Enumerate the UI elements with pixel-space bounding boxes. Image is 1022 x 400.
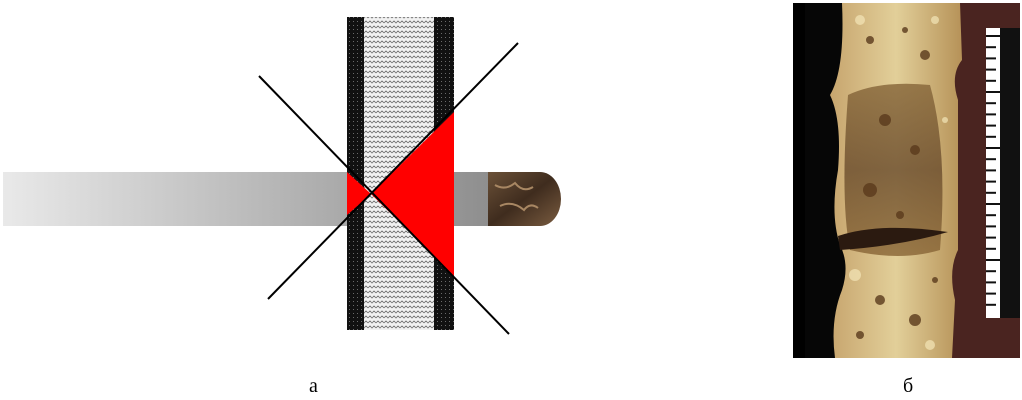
- caption-left-panel: а: [309, 376, 318, 396]
- photo-panel: [793, 3, 1020, 358]
- bone-band-left: [347, 17, 364, 330]
- schematic-panel: [3, 17, 561, 334]
- photo-ruler: [986, 28, 1020, 318]
- caption-right-panel: б: [903, 376, 913, 396]
- implant-tip: [488, 172, 561, 226]
- photo-border: [793, 3, 805, 358]
